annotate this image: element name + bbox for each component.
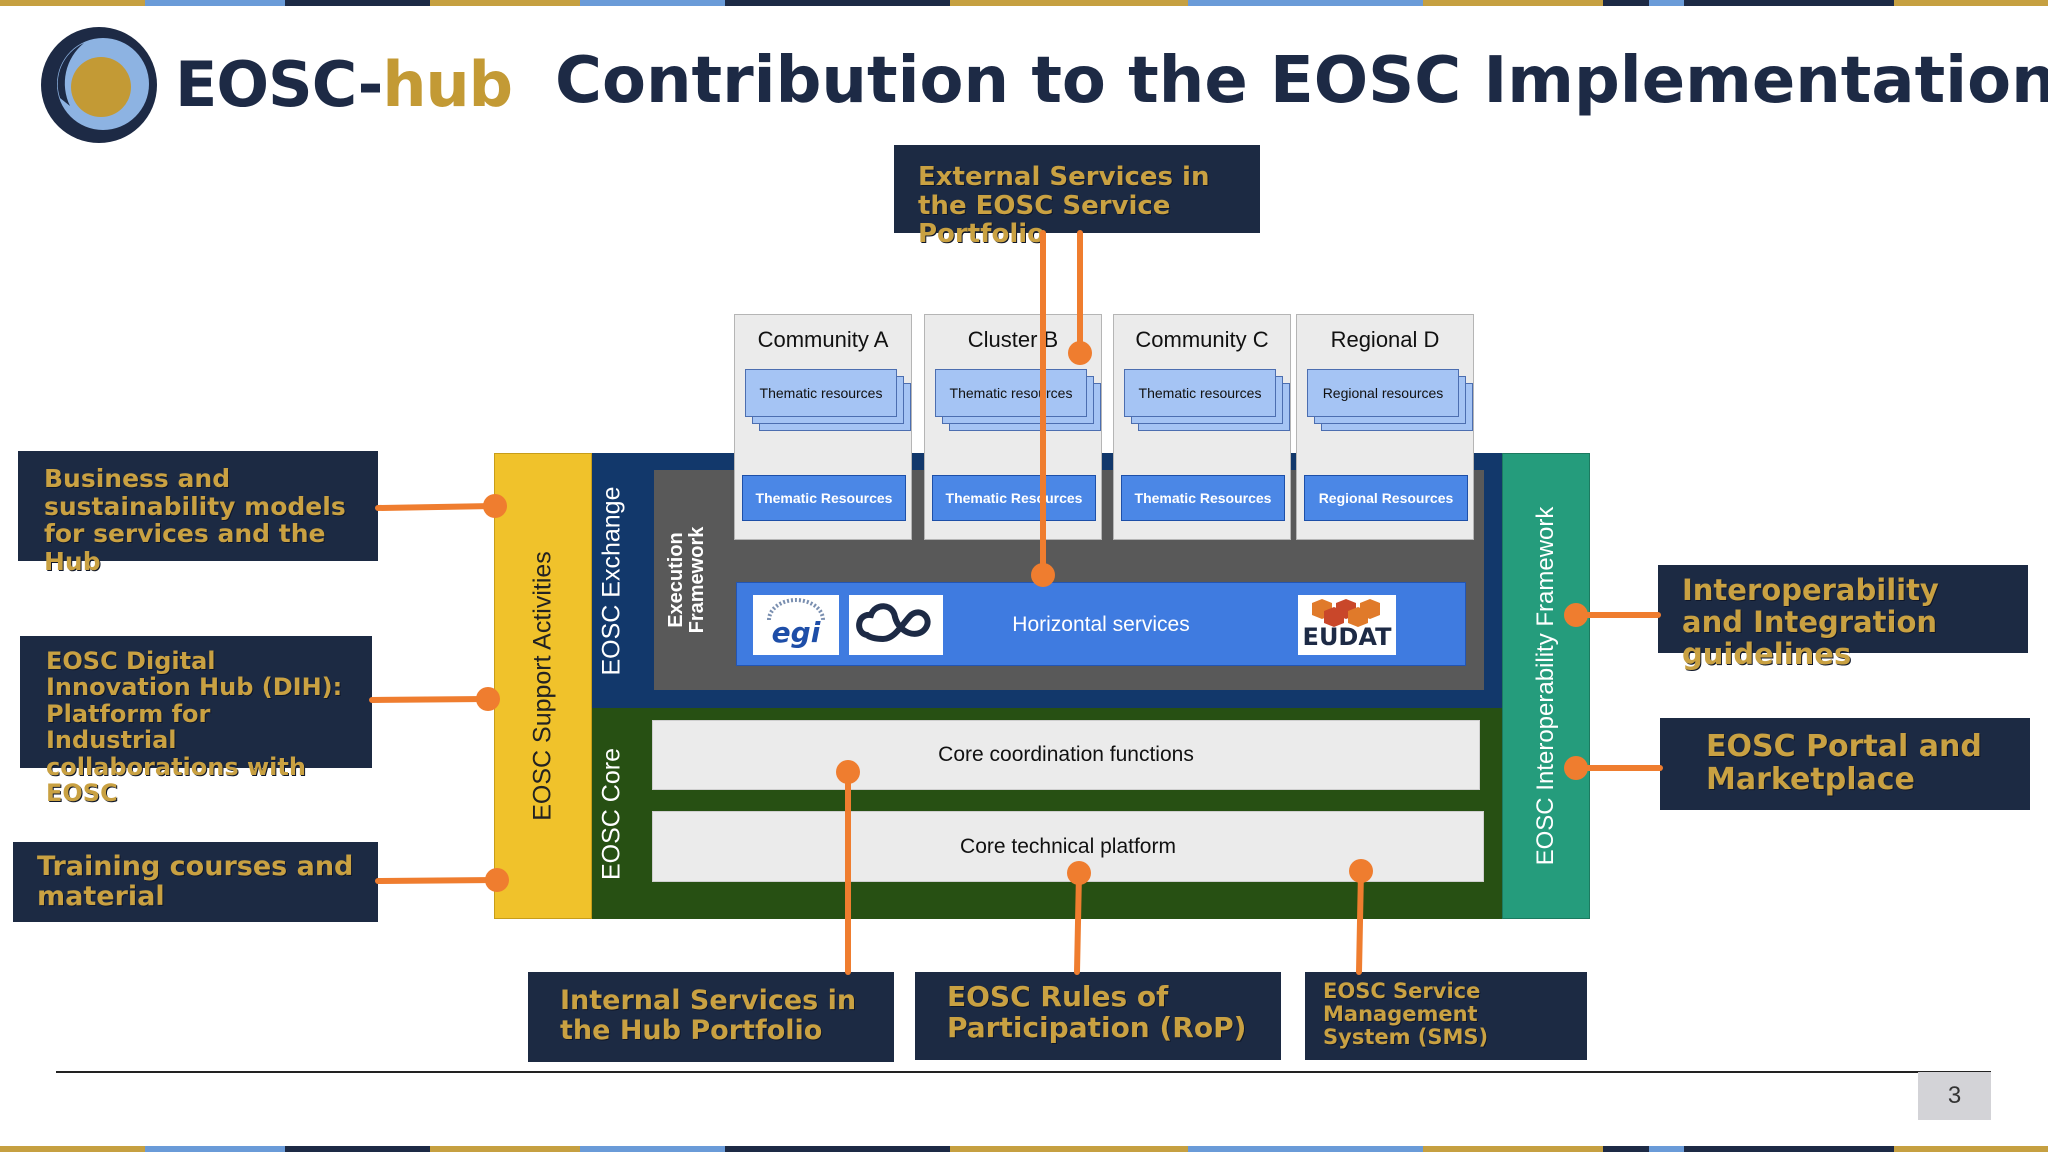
core-coordination-functions: Core coordination functions [652, 720, 1480, 790]
community-c-box: Community C Thematic resources Thematic … [1113, 314, 1291, 540]
thematic-resources-block: Thematic Resources [1121, 475, 1285, 521]
connector-dot [836, 760, 860, 784]
page-title: Contribution to the EOSC Implementation [555, 44, 2048, 118]
portal-marketplace-callout: EOSC Portal and Marketplace [1660, 718, 2030, 810]
thematic-resources-stack: Thematic resources [745, 369, 897, 417]
connector-dot [485, 868, 509, 892]
service-management-callout: EOSC Service Management System (SMS) [1305, 972, 1587, 1060]
eudat-cubes-icon [1312, 599, 1380, 627]
horizontal-services-bar: egi Horizontal services EUDAT [736, 582, 1466, 666]
connector-dot [1067, 861, 1091, 885]
egi-arc-icon [767, 598, 825, 621]
community-title: Community A [757, 327, 889, 352]
digital-innovation-hub-callout: EOSC Digital Innovation Hub (DIH): Platf… [20, 636, 372, 806]
cloud-link-logo [849, 595, 943, 655]
rules-of-participation-callout: EOSC Rules of Participation (RoP) [915, 972, 1281, 1060]
thematic-resources-stack: Thematic resources [1124, 369, 1276, 417]
brand-name: EOSC-hub [175, 48, 513, 121]
internal-services-callout: Internal Services in the Hub Portfolio [528, 972, 894, 1062]
regional-d-box: Regional D Regional resources Regional R… [1296, 314, 1474, 540]
connector-dot [1564, 756, 1588, 780]
regional-resources-stack: Regional resources [1307, 369, 1459, 417]
support-activities-bar: EOSC Support Activities [494, 453, 592, 919]
interoperability-guidelines-callout: Interoperability and Integration guideli… [1658, 565, 2028, 670]
top-stripe [0, 0, 2048, 6]
community-title: Community C [1135, 327, 1269, 352]
connector-dot [1349, 859, 1373, 883]
bottom-stripe [0, 1146, 2048, 1152]
regional-resources-block: Regional Resources [1304, 475, 1468, 521]
egi-logo: egi [753, 595, 839, 655]
community-title: Regional D [1330, 327, 1440, 352]
connector-dot [483, 494, 507, 518]
community-a-box: Community A Thematic resources Thematic … [734, 314, 912, 540]
training-courses-callout: Training courses and material [13, 842, 378, 922]
business-models-callout: Business and sustainability models for s… [18, 451, 378, 575]
interoperability-framework-bar: EOSC Interoperability Framework [1502, 453, 1590, 919]
horizontal-services-label: Horizontal services [1012, 613, 1190, 636]
infinity-cloud-icon [856, 603, 931, 643]
thematic-resources-block: Thematic Resources [932, 475, 1096, 521]
connector-dot [1031, 563, 1055, 587]
footer-divider [56, 1071, 1991, 1073]
eudat-logo: EUDAT [1298, 595, 1396, 655]
eosc-hub-logo-icon [41, 27, 157, 143]
connector-dot [1564, 603, 1588, 627]
connector-dot [1068, 341, 1092, 365]
page-number: 3 [1918, 1072, 1991, 1120]
external-services-callout: External Services in the EOSC Service Po… [894, 145, 1260, 248]
thematic-resources-block: Thematic Resources [742, 475, 906, 521]
connector-dot [476, 687, 500, 711]
